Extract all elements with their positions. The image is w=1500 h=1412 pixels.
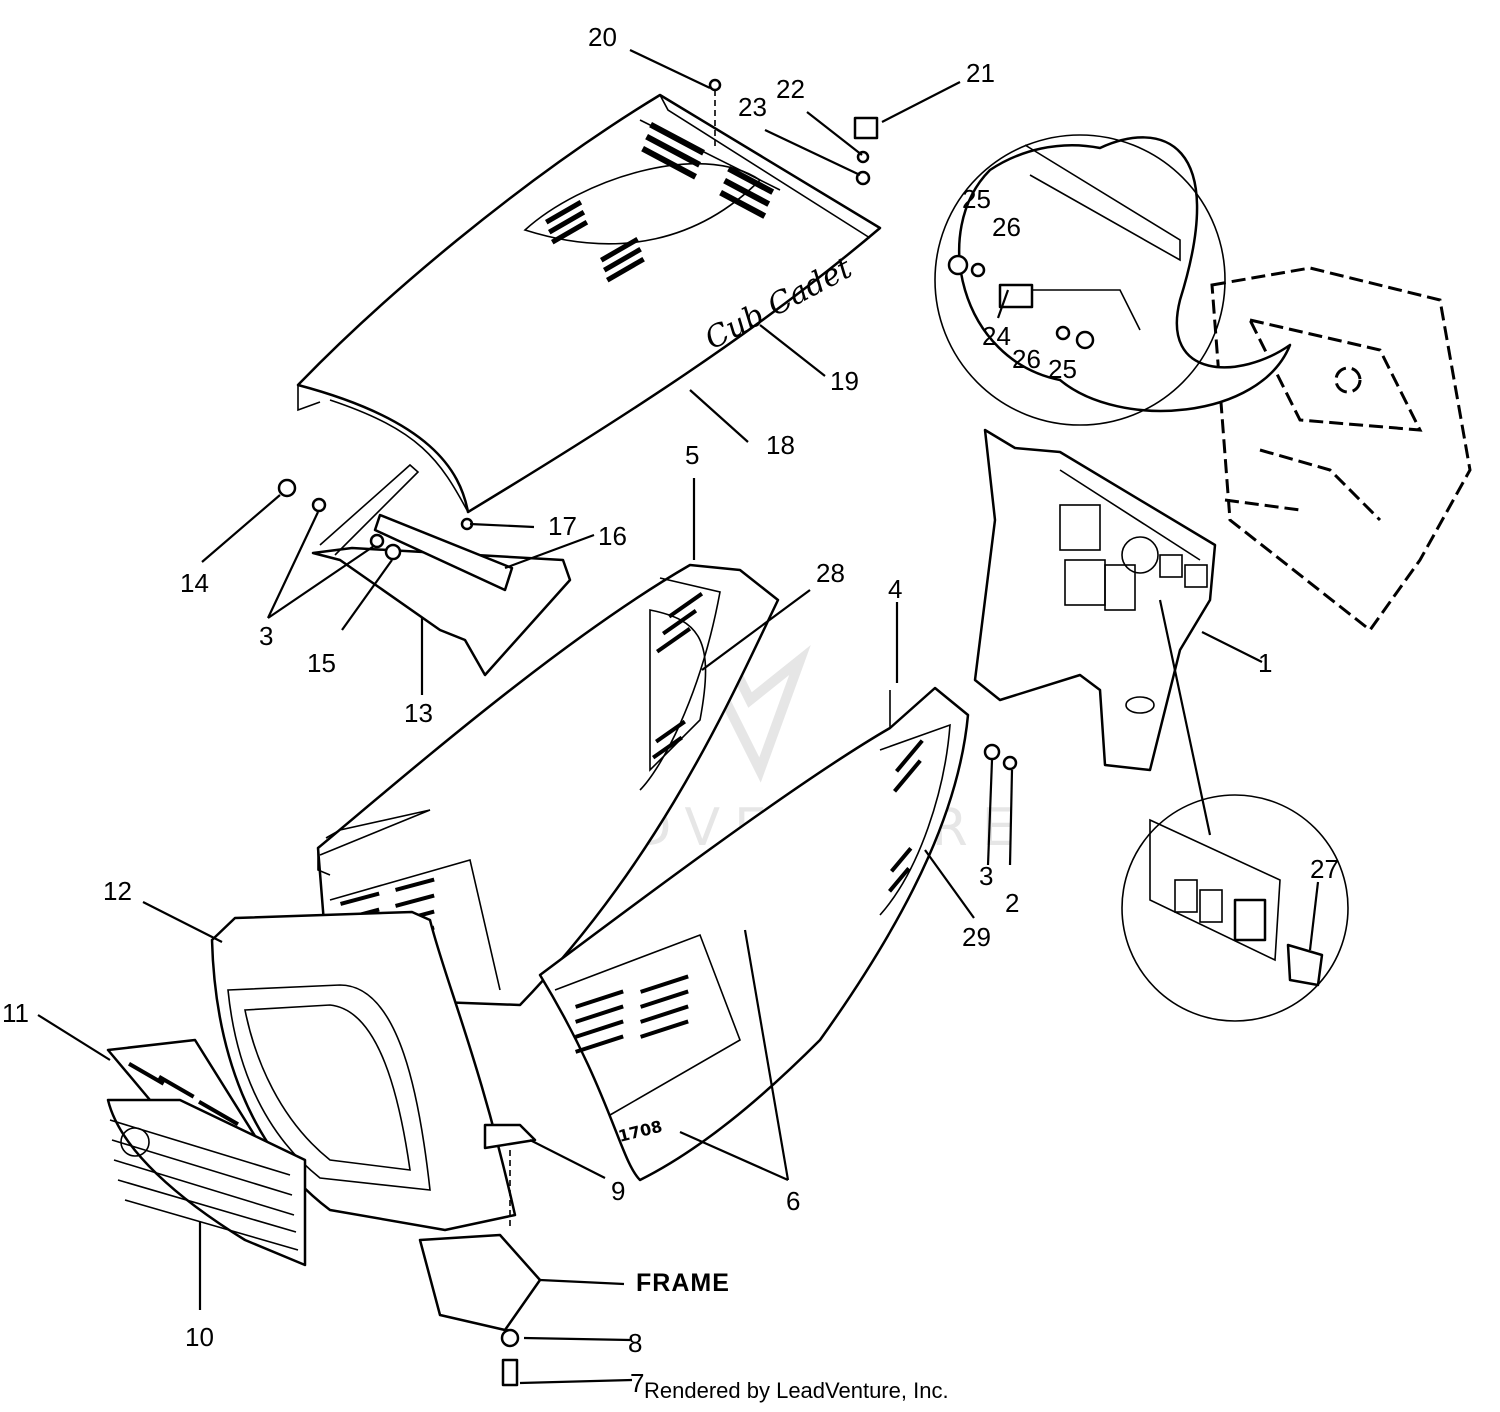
callout-4: 4 <box>888 574 902 604</box>
callout-19: 19 <box>830 366 859 396</box>
leader-lines <box>37 49 1320 1385</box>
callout-5: 5 <box>685 440 699 470</box>
callout-3-left: 3 <box>259 621 273 651</box>
callout-3-right: 3 <box>979 861 993 891</box>
callout-25-top: 25 <box>962 184 991 214</box>
callout-14: 14 <box>180 568 209 598</box>
hood: Cub Cadet <box>296 93 882 514</box>
callout-15: 15 <box>307 648 336 678</box>
callout-7: 7 <box>630 1368 644 1398</box>
rear-dashed-view <box>1210 266 1472 633</box>
callout-18: 18 <box>766 430 795 460</box>
callout-9: 9 <box>611 1176 625 1206</box>
detail-inset-latch <box>934 134 1292 426</box>
callout-23: 23 <box>738 92 767 122</box>
grille <box>106 1098 307 1267</box>
callout-11: 11 <box>2 998 29 1028</box>
callout-26-top: 26 <box>992 212 1021 242</box>
callout-12: 12 <box>103 876 132 906</box>
callout-29: 29 <box>962 922 991 952</box>
callout-26-bottom: 26 <box>1012 344 1041 374</box>
callout-24: 24 <box>982 321 1011 351</box>
callout-13: 13 <box>404 698 433 728</box>
callout-22: 22 <box>776 74 805 104</box>
callout-27: 27 <box>1310 854 1339 884</box>
callout-28: 28 <box>816 558 845 588</box>
callout-6: 6 <box>786 1186 800 1216</box>
callout-2: 2 <box>1005 888 1019 918</box>
callout-1: 1 <box>1258 648 1272 678</box>
hood-bracket <box>311 463 572 677</box>
right-side-panel: 1708 <box>538 686 970 1182</box>
callout-labels: 1 2 3 3 4 5 6 7 8 9 10 11 12 13 14 15 16… <box>2 22 1339 1398</box>
frame-label: FRAME <box>636 1269 730 1297</box>
callout-25-bottom: 25 <box>1048 354 1077 384</box>
callout-16: 16 <box>598 521 627 551</box>
detail-inset-bracket <box>1121 794 1349 1022</box>
callout-17: 17 <box>548 511 577 541</box>
callout-21: 21 <box>966 58 995 88</box>
footer-credit: Rendered by LeadVenture, Inc. <box>644 1378 949 1403</box>
callout-10: 10 <box>185 1322 214 1352</box>
callout-20: 20 <box>588 22 617 52</box>
dash-panel <box>973 428 1217 772</box>
callout-8: 8 <box>628 1328 642 1358</box>
